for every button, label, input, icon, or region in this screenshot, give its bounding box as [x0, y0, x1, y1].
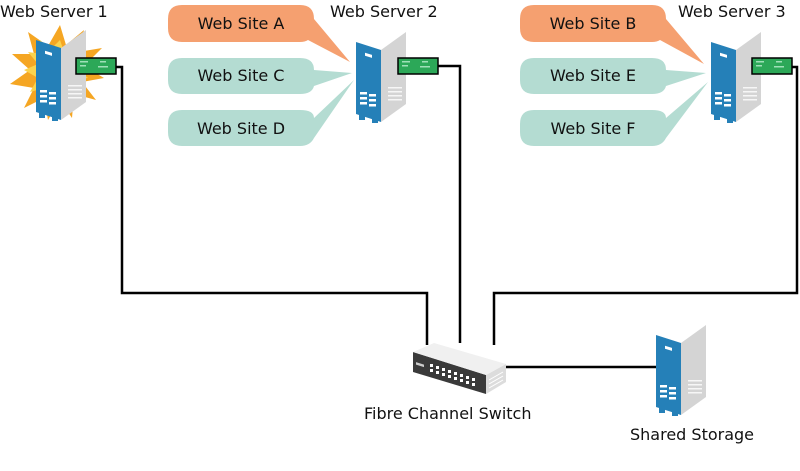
site-label-e: Web Site E — [550, 66, 636, 85]
bubble-web-site-e — [520, 58, 706, 94]
site-label-f: Web Site F — [551, 119, 636, 138]
site-label-a: Web Site A — [198, 14, 285, 33]
bubble-web-site-a — [168, 5, 350, 62]
storage-label: Shared Storage — [630, 425, 755, 444]
web-server-3-label: Web Server 3 — [678, 2, 786, 21]
site-bubbles-server-3 — [520, 5, 708, 146]
bubble-web-site-d — [168, 80, 354, 146]
bubble-web-site-c — [168, 58, 352, 94]
web-server-3-hba-icon — [751, 57, 793, 75]
web-server-2-icon — [356, 32, 406, 123]
web-server-2-hba-icon — [397, 57, 439, 75]
site-bubbles-server-2 — [168, 5, 354, 146]
cable-ws3-switch — [492, 65, 799, 345]
web-server-2-label: Web Server 2 — [330, 2, 438, 21]
fibre-channel-switch-icon — [413, 343, 506, 394]
switch-ports — [430, 364, 475, 386]
web-server-1-hba-icon — [75, 57, 117, 75]
web-server-1-label: Web Server 1 — [0, 2, 108, 21]
web-server-3-icon — [711, 32, 761, 123]
shared-storage-icon — [656, 325, 706, 416]
cables — [116, 64, 799, 369]
site-label-b: Web Site B — [550, 14, 637, 33]
bubble-web-site-f — [520, 82, 708, 146]
site-label-d: Web Site D — [197, 119, 285, 138]
site-label-c: Web Site C — [198, 66, 285, 85]
cable-ws1-switch — [116, 65, 429, 345]
cable-ws2-switch — [438, 64, 462, 343]
switch-label: Fibre Channel Switch — [364, 404, 532, 423]
bubble-web-site-b — [520, 5, 704, 64]
